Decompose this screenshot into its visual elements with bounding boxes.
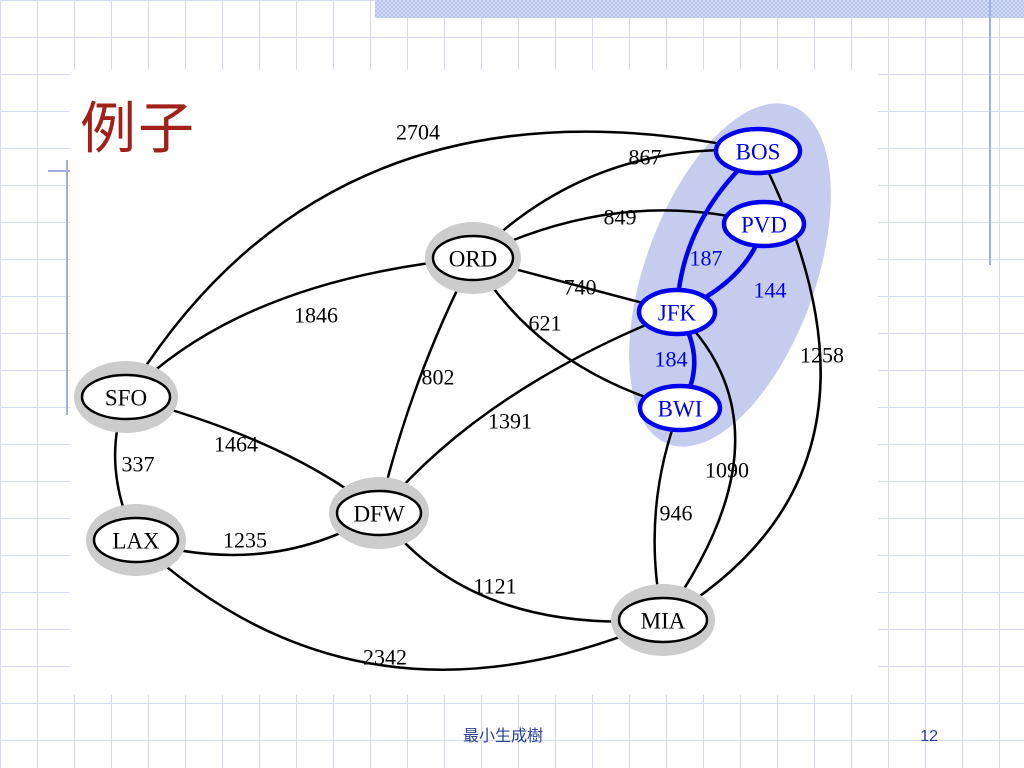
right-deco-line [989, 0, 991, 265]
node-label: JFK [658, 301, 697, 326]
node-lax: LAX [86, 504, 186, 576]
node-sfo: SFO [74, 361, 178, 433]
node-shape [335, 489, 423, 537]
edge-lax-mia [135, 539, 664, 671]
edge-weight-ord-dfw: 802 [422, 365, 455, 390]
node-shape [721, 199, 807, 249]
node-shape [92, 516, 180, 564]
node-label: LAX [112, 529, 160, 554]
left-deco-line [66, 160, 68, 415]
flight-network-graph: SFO LAX ORD DFW BOS PVD JFK BWI MIA 2704 867 849 74… [74, 103, 844, 671]
node-shape [637, 383, 723, 433]
node-label: ORD [449, 247, 498, 272]
edge-weight-bos-mia: 1258 [800, 343, 844, 368]
edge-sfo-ord [125, 256, 474, 398]
edge-weight-bos-jfk: 187 [690, 246, 723, 271]
edge-sfo-bos [124, 130, 759, 398]
edge-weight-dfw-mia: 1121 [473, 574, 516, 599]
node-shape [636, 287, 718, 337]
edge-weight-lax-mia: 2342 [363, 645, 407, 670]
node-ord: ORD [425, 222, 521, 294]
edge-weight-ord-bwi: 621 [529, 311, 562, 336]
edge-weight-pvd-jfk: 144 [754, 278, 787, 303]
edge-jfk-mia [661, 311, 737, 621]
edge-weight-ord-bos: 867 [629, 145, 662, 170]
node-dfw: DFW [329, 477, 429, 549]
node-label: BOS [736, 140, 781, 165]
node-pvd: PVD [721, 199, 807, 249]
tree-cluster-highlight [629, 103, 831, 447]
edge-weight-ord-pvd: 849 [604, 205, 637, 230]
edge-weight-lax-dfw: 1235 [223, 528, 267, 553]
node-bos: BOS [713, 126, 803, 176]
edge-weight-dfw-jfk: 1391 [488, 409, 532, 434]
node-shape [617, 596, 709, 644]
slide-title: 例子 [80, 97, 196, 162]
edge-weight-sfo-ord: 1846 [294, 303, 338, 328]
edge-weight-sfo-bos: 2704 [396, 120, 440, 145]
footer-title: 最小生成樹 [463, 726, 544, 745]
node-shape [431, 234, 515, 282]
page-number: 12 [920, 728, 938, 745]
node-mia: MIA [611, 584, 715, 656]
node-label: SFO [105, 386, 147, 411]
diagram-panel: SFO LAX ORD DFW BOS PVD JFK BWI MIA 2704 867 849 74… [70, 70, 878, 695]
edge-weight-sfo-lax: 337 [122, 452, 155, 477]
node-bwi: BWI [637, 383, 723, 433]
edge-weight-jfk-mia: 1090 [705, 458, 749, 483]
edge-weight-ord-jfk: 740 [564, 275, 597, 300]
node-jfk: JFK [636, 287, 718, 337]
node-shape [713, 126, 803, 176]
node-label: MIA [641, 609, 686, 634]
edge-weight-sfo-dfw: 1464 [214, 432, 258, 457]
edge-weight-bwi-mia: 946 [660, 501, 693, 526]
edge-weight-jfk-bwi: 184 [655, 347, 688, 372]
edge-dfw-jfk [378, 310, 678, 514]
node-label: BWI [658, 397, 703, 422]
node-label: PVD [741, 213, 787, 238]
node-label: DFW [353, 502, 404, 527]
node-shape [80, 373, 172, 421]
top-decorative-band [375, 0, 1024, 18]
